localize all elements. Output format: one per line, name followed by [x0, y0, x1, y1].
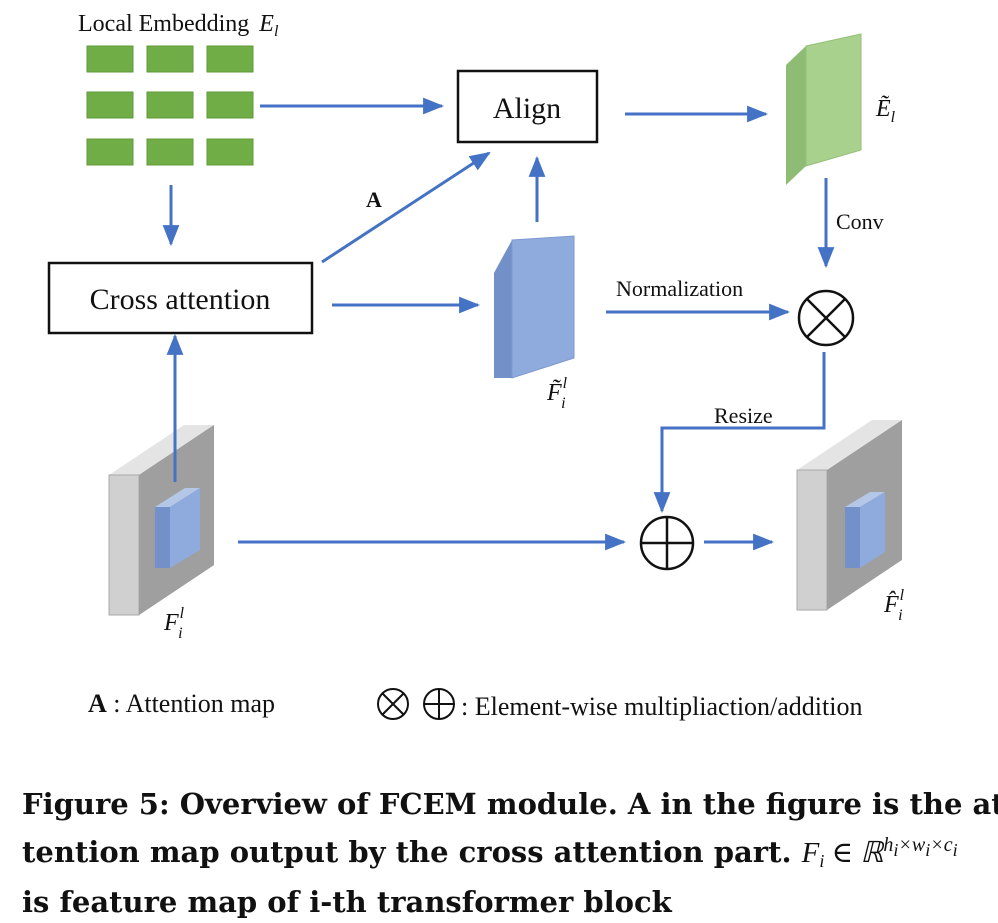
- output-feature-block: [796, 420, 902, 611]
- legend-ops-icons: [377, 688, 455, 720]
- caption-line-1: Figure 5: Overview of FCEM module. A in …: [22, 787, 998, 821]
- embedding-cell: [206, 91, 254, 119]
- embedding-cell: [86, 91, 134, 119]
- legend-add-icon: [423, 688, 455, 720]
- multiply-operator: [797, 289, 855, 347]
- figure-caption: Figure 5: Overview of FCEM module. A in …: [22, 784, 998, 923]
- caption-line-2: tention map output by the cross attentio…: [22, 825, 982, 882]
- caption-line-3: is feature map of i-th transformer block: [22, 885, 672, 919]
- caption-line-2-text: tention map output by the cross attentio…: [22, 835, 802, 869]
- embedding-cell: [146, 138, 194, 166]
- embedding-cell: [86, 138, 134, 166]
- align-label: Align: [493, 92, 561, 125]
- legend-ops-text: : Element-wise multipliaction/addition: [461, 692, 862, 721]
- normalization-edge-label: Normalization: [616, 276, 743, 301]
- aligned-embedding-label: Ẽl: [875, 96, 896, 126]
- local-embedding-title: Local Embedding El: [78, 11, 279, 40]
- resize-edge-label: Resize: [714, 403, 773, 428]
- align-box: [456, 69, 599, 144]
- cross-attention-label: Cross attention: [90, 283, 271, 316]
- fcem-diagram: Local Embedding El Align Cross attention…: [47, 11, 905, 721]
- arrows: [162, 97, 835, 551]
- attention-edge-label: A: [366, 187, 382, 212]
- embedding-cell: [206, 45, 254, 73]
- embedding-cell: [146, 45, 194, 73]
- local-embedding-grid: [86, 45, 254, 166]
- arrow-attention-map-to-align: [321, 151, 491, 264]
- embedding-cell: [86, 45, 134, 73]
- aligned-embedding-slab: [786, 33, 862, 185]
- normalized-feature-slab: [494, 235, 575, 379]
- input-feature-block: [108, 425, 214, 616]
- input-feature-patch: [155, 488, 200, 568]
- legend-attention: A : Attention map: [88, 689, 275, 718]
- arrow-resize-to-add: [653, 352, 826, 514]
- embedding-cell: [206, 138, 254, 166]
- add-operator: [639, 515, 695, 571]
- cross-attention-box: [47, 261, 314, 335]
- embedding-cell: [146, 91, 194, 119]
- caption-math: Fi ∈ ℝhi×wi×ci: [801, 834, 958, 871]
- conv-edge-label: Conv: [836, 209, 884, 234]
- legend-multiply-icon: [377, 688, 409, 720]
- output-feature-patch: [845, 492, 885, 568]
